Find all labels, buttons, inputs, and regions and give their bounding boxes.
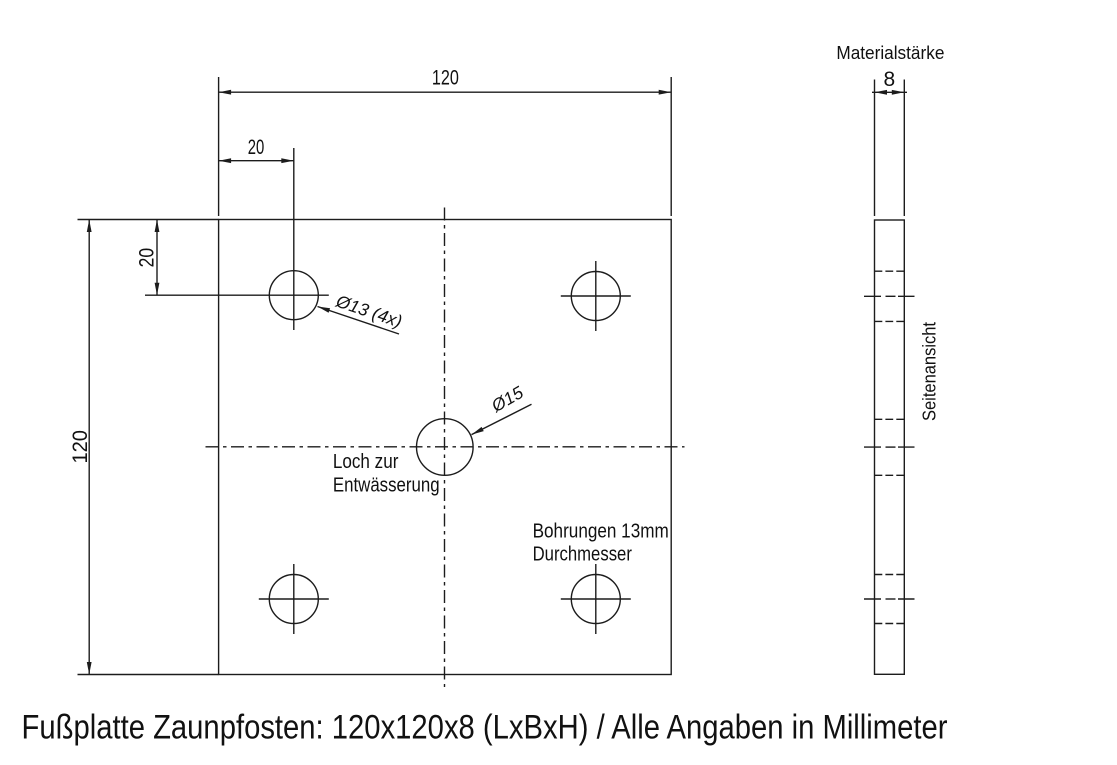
svg-text:120: 120 [432, 67, 459, 90]
svg-text:20: 20 [248, 136, 265, 159]
svg-text:Entwässerung: Entwässerung [333, 474, 440, 497]
svg-text:8: 8 [884, 68, 896, 91]
svg-text:Ø15: Ø15 [487, 382, 527, 416]
svg-text:Fußplatte Zaunpfosten: 120x120: Fußplatte Zaunpfosten: 120x120x8 (LxBxH)… [22, 708, 948, 746]
svg-text:Materialstärke: Materialstärke [836, 42, 944, 63]
svg-text:Loch zur: Loch zur [333, 450, 399, 473]
svg-text:Seitenansicht: Seitenansicht [919, 322, 940, 421]
svg-text:20: 20 [136, 248, 159, 268]
svg-text:Ø13 (4x): Ø13 (4x) [333, 291, 405, 332]
svg-text:Bohrungen 13mm: Bohrungen 13mm [533, 519, 669, 542]
svg-text:120: 120 [69, 430, 92, 464]
svg-text:Durchmesser: Durchmesser [533, 542, 632, 565]
